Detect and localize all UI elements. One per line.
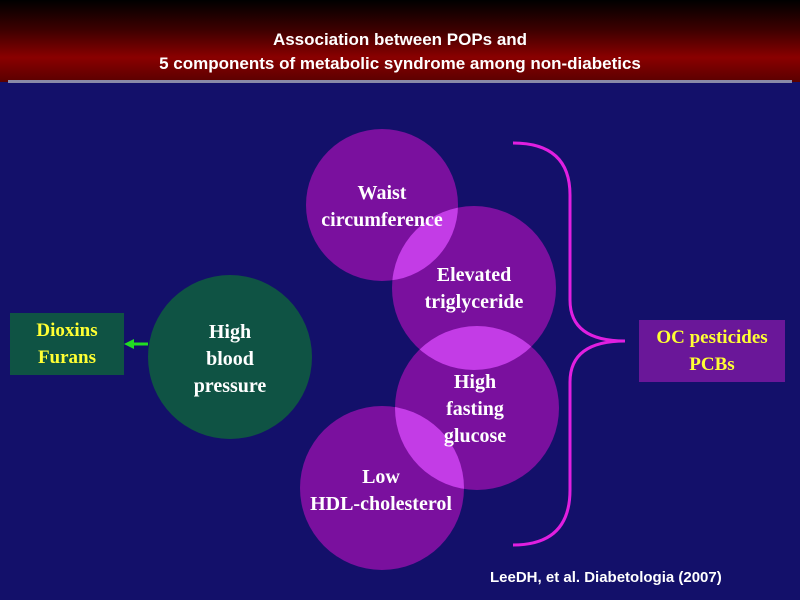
blood-pressure-label-line-2: blood	[206, 348, 254, 370]
dioxins-label: Dioxins	[36, 320, 98, 341]
slide-title-line-2: 5 components of metabolic syndrome among…	[159, 54, 641, 73]
waist-label-line-2: circumference	[321, 209, 443, 231]
waist-circle-label: Waist circumference	[282, 180, 482, 234]
glucose-circle-label: High fasting glucose	[400, 369, 550, 450]
pcbs-label: PCBs	[689, 354, 735, 375]
hdl-circle-label: Low HDL-cholesterol	[290, 464, 472, 518]
triglyceride-label-line-1: Elevated	[436, 264, 512, 286]
glucose-label-line-1: High	[453, 371, 497, 393]
title-underline	[8, 80, 792, 83]
arrow-head	[124, 339, 134, 349]
overlap-waist-triglyceride	[392, 206, 458, 281]
blood-pressure-label-line-1: High	[208, 321, 252, 343]
furans-label: Furans	[37, 347, 97, 368]
waist-label-line-1: Waist	[357, 182, 407, 204]
dioxins-furans-box: Dioxins Furans	[10, 313, 124, 375]
slide-title-line-1: Association between POPs and	[272, 30, 528, 49]
oc-pesticides-label: OC pesticides	[656, 327, 768, 348]
oc-pesticides-pcbs-box: OC pesticides PCBs	[639, 320, 785, 382]
overlap-glucose-hdl	[395, 406, 464, 490]
blood-pressure-label-line-3: pressure	[193, 375, 267, 397]
blood-pressure-circle	[148, 275, 312, 439]
blood-pressure-circle-label: High blood pressure	[155, 319, 305, 400]
glucose-label-line-2: fasting	[446, 398, 504, 420]
hdl-label-line-2: HDL-cholesterol	[310, 493, 452, 515]
title-banner	[0, 0, 800, 82]
glucose-label-line-3: glucose	[443, 425, 507, 447]
citation: LeeDH, et al. Diabetologia (2007)	[490, 569, 722, 586]
triglyceride-circle-label: Elevated triglyceride	[394, 262, 554, 316]
hdl-label-line-1: Low	[362, 466, 400, 488]
right-curly-brace	[512, 141, 626, 547]
triglyceride-label-line-2: triglyceride	[424, 291, 524, 313]
